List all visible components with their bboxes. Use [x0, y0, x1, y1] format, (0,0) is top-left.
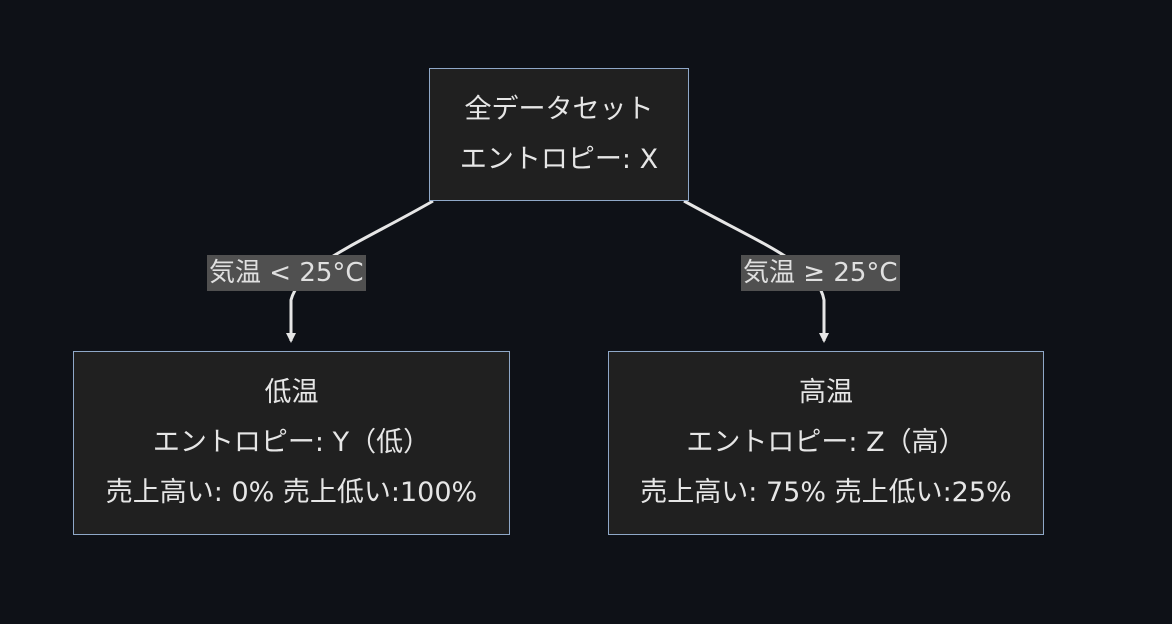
root-node-entropy: エントロピー: X	[459, 143, 659, 175]
high-temp-node: 高温 エントロピー: Z（高） 売上高い: 75% 売上低い:25%	[608, 351, 1044, 535]
low-temp-node-sales: 売上高い: 0% 売上低い:100%	[105, 477, 478, 508]
root-node: 全データセット エントロピー: X	[429, 68, 689, 201]
low-temp-node: 低温 エントロピー: Y（低） 売上高い: 0% 売上低い:100%	[73, 351, 510, 535]
low-temp-node-title: 低温	[264, 377, 319, 408]
edge-label-high-temp: 気温 ≥ 25°C	[741, 255, 900, 291]
high-temp-node-sales: 売上高い: 75% 売上低い:25%	[640, 477, 1012, 508]
high-temp-node-entropy: エントロピー: Z（高）	[686, 427, 966, 458]
root-node-title: 全データセット	[464, 93, 654, 125]
low-temp-node-entropy: エントロピー: Y（低）	[152, 427, 431, 458]
edge-label-low-temp: 気温 < 25°C	[207, 255, 366, 291]
high-temp-node-title: 高温	[799, 377, 853, 408]
